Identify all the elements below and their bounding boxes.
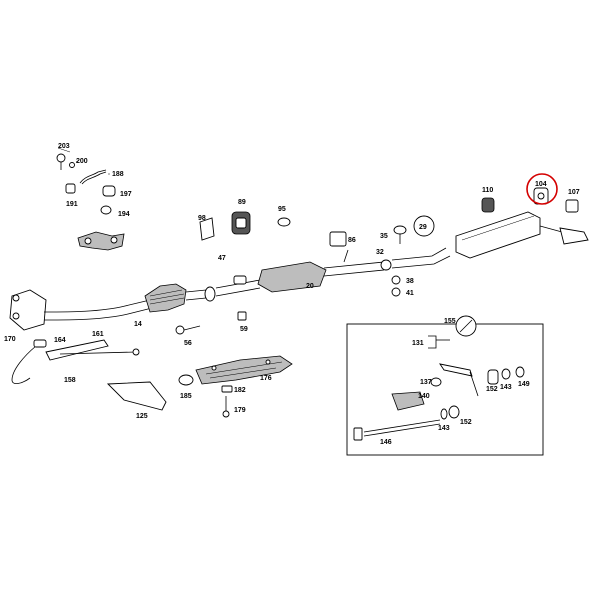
label-161: 161 (92, 331, 104, 338)
grommet-197 (102, 185, 116, 197)
label-98: 98 (198, 215, 206, 222)
label-203: 203 (58, 143, 70, 150)
label-140: 140 (418, 393, 430, 400)
bolt-35 (393, 225, 407, 235)
highlight-circle-104 (526, 173, 558, 205)
catalytic-converter (144, 283, 187, 313)
nut-143-upper (501, 368, 511, 380)
clamp-86 (329, 231, 347, 247)
label-32: 32 (376, 249, 384, 256)
rubber-mount-110 (481, 197, 495, 213)
label-182: 182 (234, 387, 246, 394)
oxygen-sensor-wire-170 (11, 345, 37, 384)
tail-pipe (559, 227, 589, 245)
grommet-95 (277, 217, 291, 227)
label-14: 14 (134, 321, 142, 328)
bracket-inset (439, 363, 473, 377)
washer-149 (515, 366, 525, 378)
part-group-top-left (56, 147, 125, 251)
washer-200 (69, 162, 75, 168)
bracket-98 (199, 217, 215, 241)
gasket-47 (233, 275, 247, 285)
label-155: 155 (444, 318, 456, 325)
clamp-connector (204, 286, 216, 302)
clamp-185 (178, 374, 194, 386)
label-200: 200 (76, 158, 88, 165)
bolt-203 (56, 153, 66, 163)
sensor-and-brackets (11, 325, 201, 411)
label-95: 95 (278, 206, 286, 213)
front-pipe-14 (9, 283, 207, 331)
callout-29 (413, 215, 435, 237)
plate-140 (391, 391, 425, 411)
center-muffler (257, 261, 327, 293)
label-89: 89 (238, 199, 246, 206)
bracket-assembly (77, 231, 125, 251)
label-143-upper: 143 (500, 384, 512, 391)
nut-38 (391, 275, 401, 285)
label-20: 20 (306, 283, 314, 290)
bush-152-upper (487, 369, 499, 385)
rear-muffler-29 (413, 173, 589, 259)
bush-152-lower (448, 405, 460, 419)
label-47: 47 (218, 255, 226, 262)
label-158: 158 (64, 377, 76, 384)
label-41: 41 (406, 290, 414, 297)
hose-188 (79, 169, 107, 184)
label-185: 185 (180, 393, 192, 400)
rod-161 (59, 351, 137, 355)
exhaust-manifold-flange (9, 289, 47, 331)
washer-137 (430, 377, 442, 387)
heat-shield-176 (178, 355, 293, 418)
label-86: 86 (348, 237, 356, 244)
hangers-middle (199, 211, 407, 297)
label-56: 56 (184, 340, 192, 347)
grommet-191 (65, 183, 76, 194)
bracket-125 (106, 381, 167, 411)
label-188: 188 (112, 171, 124, 178)
label-137: 137 (420, 379, 432, 386)
nut-194 (100, 205, 112, 215)
washer-41 (391, 287, 401, 297)
label-152-upper: 152 (486, 386, 498, 393)
part-number-labels: 203 200 188 191 197 194 89 95 98 86 35 2… (4, 143, 580, 446)
label-194: 194 (118, 211, 130, 218)
label-110: 110 (482, 187, 493, 194)
label-35: 35 (380, 233, 388, 240)
label-107: 107 (568, 189, 580, 196)
label-146: 146 (380, 439, 392, 446)
label-125: 125 (136, 413, 148, 420)
label-179: 179 (234, 407, 246, 414)
nut-143-lower (440, 408, 448, 420)
label-191: 191 (66, 201, 78, 208)
label-149: 149 (518, 381, 530, 388)
bracket-164 (45, 339, 109, 361)
label-104: 104 (535, 181, 547, 188)
label-176: 176 (260, 375, 272, 382)
label-143-lower: 143 (438, 425, 450, 432)
label-197: 197 (120, 191, 132, 198)
inset-frame (346, 323, 544, 456)
label-152-lower: 152 (460, 419, 472, 426)
label-29: 29 (419, 224, 427, 231)
spacer-182 (221, 385, 233, 393)
bolt-146 (363, 419, 441, 433)
rubber-bushing-107 (565, 199, 579, 213)
intermediate-pipe-20 (204, 247, 451, 321)
label-59: 59 (240, 326, 248, 333)
bolt-56 (175, 325, 185, 335)
detail-inset (346, 315, 544, 456)
label-38: 38 (406, 278, 414, 285)
nut-59 (237, 311, 247, 321)
label-170: 170 (4, 336, 16, 343)
label-131: 131 (412, 340, 424, 347)
label-164: 164 (54, 337, 66, 344)
